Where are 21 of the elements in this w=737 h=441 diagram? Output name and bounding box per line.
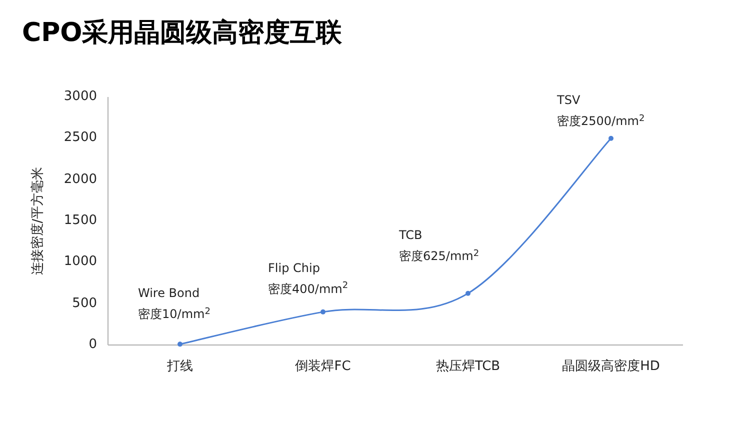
y-axis-title: 连接密度/平方毫米 <box>32 166 44 276</box>
point-annotation: Flip Chip <box>268 262 320 274</box>
point-annotation: 密度10/mm$^{2}$ <box>138 308 210 320</box>
x-tick-label: 打线 <box>167 360 193 373</box>
x-tick-label: 晶圆级高密度HD <box>562 360 660 373</box>
x-tick-label: 热压焊TCB <box>436 360 500 373</box>
x-tick-label: 倒装焊FC <box>295 360 351 373</box>
point-annotation: 密度2500/mm$^{2}$ <box>557 115 645 128</box>
y-tick-label: 2500 <box>64 131 97 144</box>
y-tick-label: 3000 <box>64 90 97 103</box>
point-annotation: 密度400/mm$^{2}$ <box>268 282 348 295</box>
point-annotation: 密度625/mm$^{2}$ <box>399 250 480 262</box>
y-tick-label: 0 <box>88 338 97 351</box>
y-tick-label: 1500 <box>64 214 97 227</box>
point-annotation: TCB <box>399 229 422 242</box>
y-tick-label: 500 <box>72 296 97 310</box>
point-annotation: TSV <box>557 94 580 106</box>
title: CPO采用晶圆级高密度互联 <box>22 17 342 50</box>
point-annotation: Wire Bond <box>138 287 200 300</box>
y-tick-label: 1000 <box>64 255 97 268</box>
y-tick-label: 2000 <box>64 172 97 186</box>
